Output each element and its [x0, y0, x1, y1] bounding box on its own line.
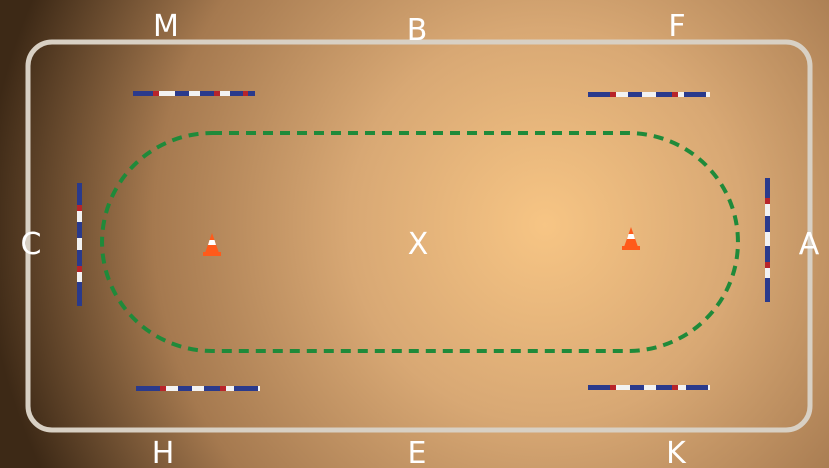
ground-pole-top-left [133, 91, 255, 96]
ground-pole-left [77, 183, 82, 306]
letter-x: X [408, 227, 429, 262]
letter-b: B [407, 13, 428, 48]
ground-pole-top-right [588, 92, 710, 97]
letter-a: A [799, 227, 820, 262]
letter-c: C [21, 227, 42, 262]
ground-pole-bottom-right [588, 385, 710, 390]
ground-pole-right [765, 178, 770, 302]
letter-m: M [153, 9, 179, 44]
ground-pole-bottom-left [136, 386, 260, 391]
arena-rail [25, 39, 813, 433]
letter-e: E [408, 436, 427, 468]
letter-f: F [668, 9, 685, 44]
letter-h: H [152, 436, 175, 468]
letter-k: K [666, 436, 687, 468]
cone-right [622, 227, 640, 250]
cone-left [203, 233, 221, 256]
